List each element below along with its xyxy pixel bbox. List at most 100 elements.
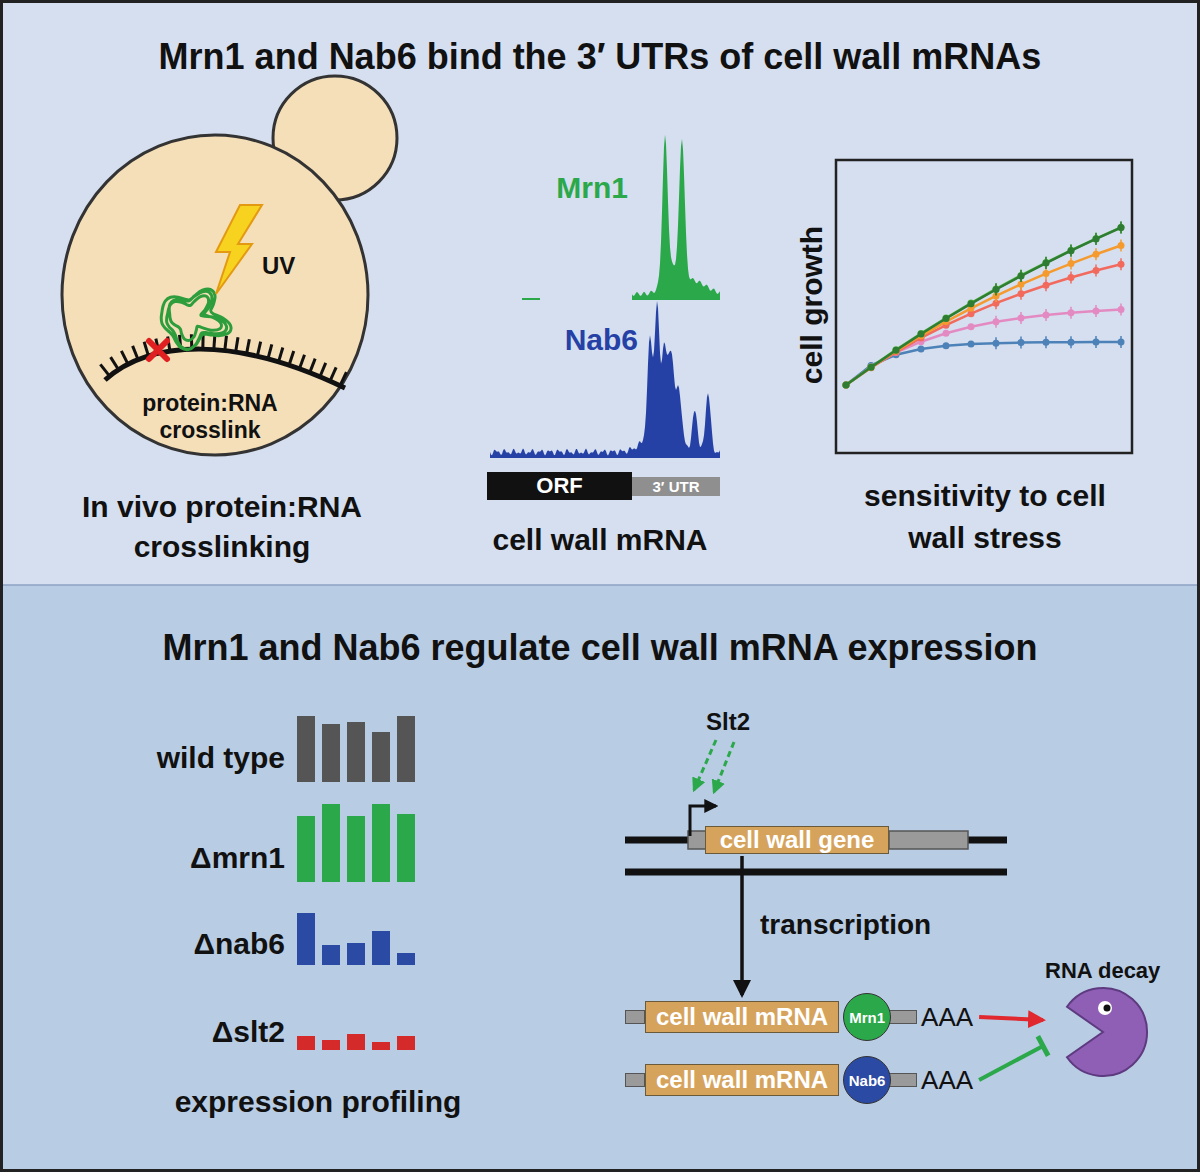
label: protein:RNA crosslink xyxy=(120,390,300,444)
label: Δmrn1 xyxy=(85,838,285,877)
connector xyxy=(979,1046,1043,1080)
expression-bar xyxy=(397,1036,415,1050)
error-bar xyxy=(1070,245,1072,257)
chart-axes xyxy=(836,160,1132,453)
growth-point xyxy=(918,345,925,352)
expression-bar xyxy=(397,716,415,782)
label-slot: expression profiling xyxy=(138,1082,498,1121)
error-bar xyxy=(995,337,997,349)
label-slot: cell wall mRNA xyxy=(440,520,760,559)
utr-stub xyxy=(625,1010,645,1024)
rna-base-tick xyxy=(236,337,238,352)
growth-point xyxy=(893,348,900,355)
top-panel-ground xyxy=(0,0,1200,585)
protein-blob xyxy=(161,289,231,349)
polya-tail: AAA xyxy=(921,1002,973,1033)
node-text: cell wall gene xyxy=(720,826,875,854)
error-bar xyxy=(1095,233,1097,245)
slt2-arrow xyxy=(714,742,734,792)
error-bar xyxy=(1070,336,1072,348)
polya-tail: AAA xyxy=(921,1065,973,1096)
expression-bar xyxy=(322,804,340,882)
rna-base-tick xyxy=(289,351,294,365)
expression-bar xyxy=(347,816,365,882)
rbp-circle: Mrn1 xyxy=(843,993,891,1041)
rna-base-tick xyxy=(111,357,119,370)
growth-curve xyxy=(846,342,1121,385)
label: Δnab6 xyxy=(85,924,285,963)
error-bar xyxy=(1020,312,1022,324)
uv-lightning xyxy=(216,205,262,294)
expression-bar xyxy=(297,1036,315,1050)
expression-bar xyxy=(297,913,315,965)
protein-slot: Mrn1 xyxy=(843,993,891,1041)
growth-point xyxy=(843,382,850,389)
error-bar xyxy=(1095,233,1097,245)
growth-point xyxy=(843,382,850,389)
expression-bar xyxy=(322,1040,340,1050)
label: Δslt2 xyxy=(85,1012,285,1051)
error-bar xyxy=(1045,257,1047,269)
slt2-arrow xyxy=(694,740,716,790)
label: sensitivity to cell wall stress xyxy=(863,475,1107,559)
growth-point xyxy=(943,314,950,321)
nab6-track xyxy=(490,301,720,458)
expression-bar xyxy=(397,953,415,965)
utr-stub xyxy=(625,1073,645,1087)
error-bar xyxy=(1120,222,1122,234)
growth-point xyxy=(968,341,975,348)
growth-point xyxy=(918,331,925,338)
growth-point xyxy=(968,323,975,330)
label: expression profiling xyxy=(138,1082,498,1121)
growth-point xyxy=(968,300,975,307)
label: wild type xyxy=(85,738,285,777)
pacman-figure xyxy=(1053,984,1153,1080)
error-bar xyxy=(1095,305,1097,317)
mrna-box: cell wall mRNA xyxy=(645,1001,839,1033)
growth-point xyxy=(893,347,900,354)
label-slot: protein:RNA crosslink xyxy=(120,390,300,444)
rna-base-tick xyxy=(133,346,139,360)
expression-bar xyxy=(297,716,315,782)
growth-point xyxy=(943,342,950,349)
error-bar xyxy=(1095,248,1097,260)
mrna-box: cell wall mRNA xyxy=(645,1064,839,1096)
error-bar xyxy=(1045,309,1047,321)
sequence-box: ORF xyxy=(487,472,632,500)
error-bar xyxy=(1120,336,1122,348)
rna-base-tick xyxy=(340,372,346,386)
expression-bar xyxy=(347,722,365,782)
growth-curve xyxy=(846,245,1121,385)
error-bar xyxy=(1045,336,1047,348)
panel-divider xyxy=(0,584,1200,586)
error-bar xyxy=(1020,270,1022,282)
panel-heading: Mrn1 and Nab6 regulate cell wall mRNA ex… xyxy=(0,627,1200,669)
rna-base-tick xyxy=(268,344,272,358)
label-slot: Δnab6 xyxy=(85,924,285,963)
node-text: ORF xyxy=(536,472,582,500)
label: In vivo protein:RNA crosslinking xyxy=(32,487,412,567)
dna-strand xyxy=(625,869,1007,876)
gene-utr xyxy=(889,831,968,849)
rna-base-tick xyxy=(279,348,283,362)
error-bar xyxy=(995,284,997,296)
growth-point xyxy=(968,300,975,307)
node-text: Nab6 xyxy=(849,1072,886,1089)
rna-base-tick xyxy=(320,363,326,377)
node-text: 3′ UTR xyxy=(653,477,700,496)
mrna-strand: cell wall mRNAMrn1AAA xyxy=(625,999,973,1035)
error-bar xyxy=(1070,272,1072,284)
rna-base-tick xyxy=(214,335,215,350)
label-slot: Δmrn1 xyxy=(85,838,285,877)
label: cell wall mRNA xyxy=(440,520,760,559)
expression-bar xyxy=(347,1034,365,1050)
rna-base-tick xyxy=(310,359,315,373)
pacman-pupil xyxy=(1103,1005,1110,1012)
protein-slot: Nab6 xyxy=(843,1056,891,1104)
rna-base-tick xyxy=(225,336,227,351)
expression-bar xyxy=(372,732,390,782)
growth-point xyxy=(843,382,850,389)
sequence-box: 3′ UTR xyxy=(632,477,720,496)
error-bar xyxy=(1070,258,1072,270)
